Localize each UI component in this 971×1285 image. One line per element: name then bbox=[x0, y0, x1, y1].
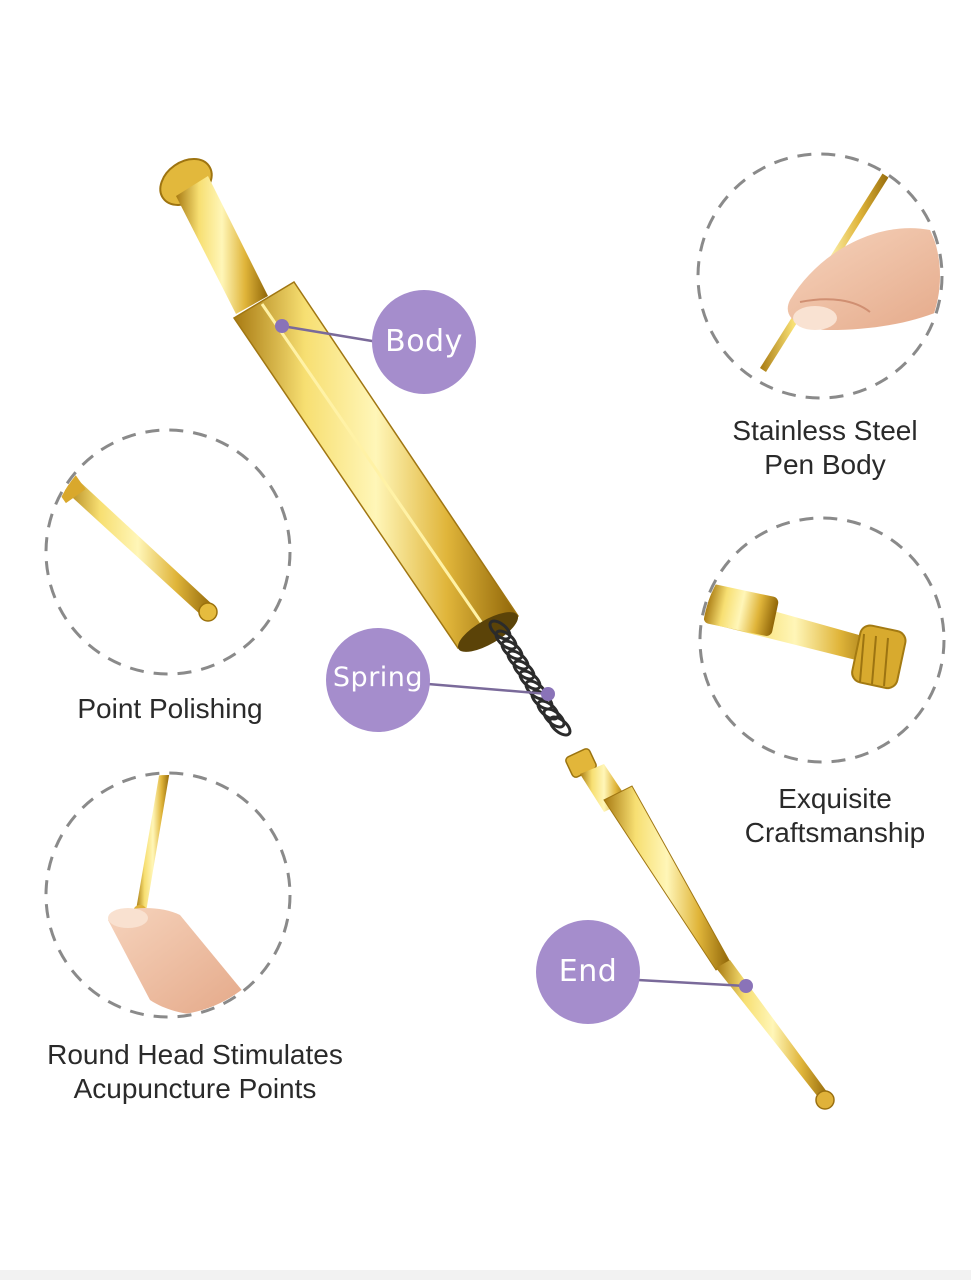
caption-round-head-line-1: Round Head Stimulates bbox=[47, 1039, 343, 1070]
bottom-strip bbox=[0, 1270, 971, 1280]
detail-circle-point bbox=[44, 428, 292, 676]
point-polishing-image bbox=[54, 472, 218, 622]
detail-circle-round-head bbox=[44, 771, 292, 1019]
end-label: End bbox=[558, 954, 618, 989]
caption-exquisite-craftsmanship: Exquisite Craftsmanship bbox=[715, 782, 955, 850]
caption-round-head: Round Head Stimulates Acupuncture Points bbox=[10, 1038, 380, 1106]
spring-anchor-dot bbox=[541, 687, 555, 701]
caption-round-head-line-2: Acupuncture Points bbox=[73, 1073, 317, 1104]
spring-label: Spring bbox=[332, 662, 424, 693]
body-anchor-dot bbox=[275, 319, 289, 333]
caption-point-line-1: Point Polishing bbox=[77, 693, 263, 724]
caption-point-polishing: Point Polishing bbox=[40, 692, 300, 726]
caption-exquisite-line-2: Craftsmanship bbox=[744, 817, 926, 848]
craftsmanship-image bbox=[703, 584, 907, 690]
body-bubble bbox=[372, 290, 476, 394]
end-anchor-dot bbox=[739, 979, 753, 993]
spring-leader-line bbox=[427, 682, 549, 696]
caption-stainless-line-2: Pen Body bbox=[764, 449, 886, 480]
detail-circle-exquisite bbox=[698, 516, 946, 764]
caption-exquisite-line-1: Exquisite bbox=[778, 783, 892, 814]
spring-bubble bbox=[326, 628, 430, 732]
hand-holding-pen-image bbox=[760, 168, 940, 372]
finger-pressing-image bbox=[108, 775, 250, 1015]
detail-circle-stainless bbox=[696, 152, 944, 400]
end-leader-line bbox=[637, 978, 747, 988]
body-label: Body bbox=[385, 324, 463, 359]
spring bbox=[488, 619, 572, 737]
caption-stainless-steel: Stainless Steel Pen Body bbox=[700, 414, 950, 482]
pen-end-piece bbox=[565, 748, 835, 1110]
caption-stainless-line-1: Stainless Steel bbox=[732, 415, 918, 446]
body-leader-line bbox=[281, 324, 379, 344]
pen-body bbox=[159, 158, 520, 652]
end-bubble bbox=[536, 920, 640, 1024]
